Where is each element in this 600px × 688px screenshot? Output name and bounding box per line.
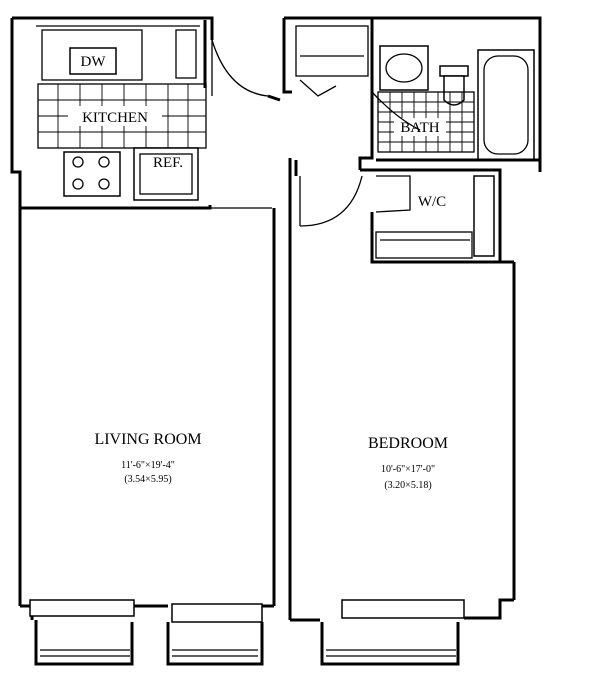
dishwasher-label: DW	[81, 54, 107, 70]
living-room-dim-metric: (3.54×5.95)	[124, 474, 171, 485]
bath-sink	[379, 45, 429, 91]
living-window-sill	[29, 599, 135, 617]
refrigerator	[133, 147, 199, 201]
dishwasher	[69, 47, 117, 75]
living-room	[18, 207, 276, 666]
stove	[63, 151, 121, 197]
bedroom-label: BEDROOM	[368, 435, 448, 452]
bath-area	[282, 16, 542, 172]
bedroom	[288, 158, 516, 666]
bath-toilet	[439, 65, 469, 106]
entry-door	[211, 39, 281, 102]
bedroom-dim-metric: (3.20×5.18)	[384, 480, 431, 491]
bedroom-dim-imperial: 10'-6"×17'-0"	[381, 464, 435, 475]
living-room-label: LIVING ROOM	[94, 431, 201, 448]
bedroom-door	[299, 175, 363, 227]
living-room-dim-imperial: 11'-6"×19'-4"	[121, 460, 175, 471]
refrigerator-label: REF.	[153, 155, 183, 171]
wc-closet	[360, 168, 502, 264]
kitchen-label: KITCHEN	[82, 110, 148, 126]
bathtub	[477, 49, 535, 161]
kitchen-area	[10, 16, 281, 210]
wc-label: W/C	[418, 194, 446, 210]
bedroom-window-sill	[341, 599, 465, 619]
bath-label: BATH	[400, 120, 439, 136]
